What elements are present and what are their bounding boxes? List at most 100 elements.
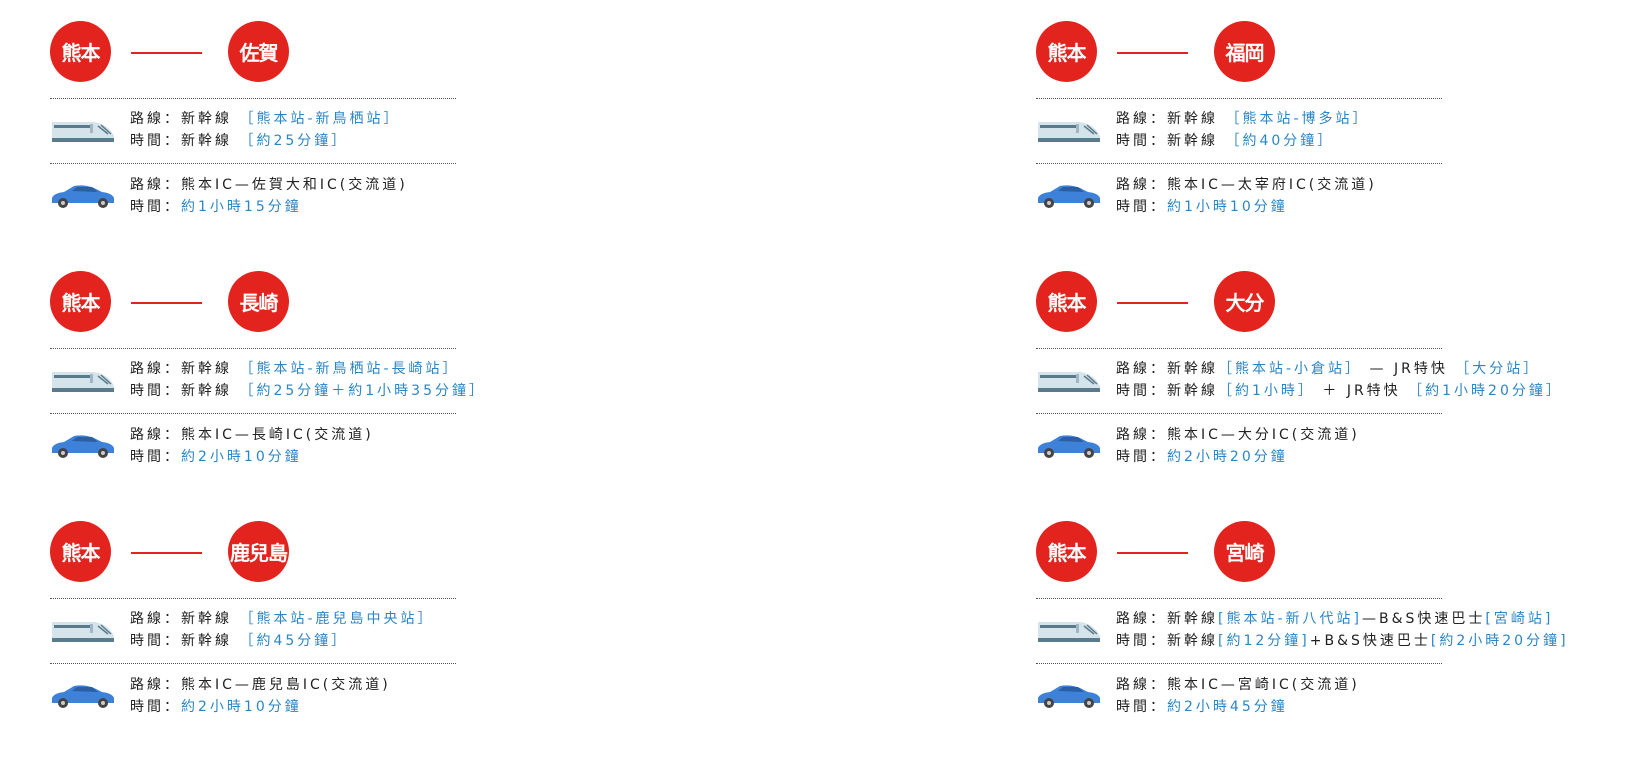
- highlight-text: 約2小時45分鐘: [1167, 699, 1288, 715]
- divider: [1036, 413, 1442, 414]
- time-line: 時間：約2小時10分鐘: [130, 696, 391, 718]
- label-text: 路線：新幹線: [1116, 611, 1218, 627]
- label-text: 時間：: [130, 699, 181, 715]
- divider: [50, 663, 456, 664]
- route-card: 熊本宮崎路線：新幹線[熊本站-新八代站]—B&S快速巴士[宮崎站]時間：新幹線[…: [1036, 521, 1566, 741]
- route-header: 熊本 福岡: [1036, 21, 1296, 83]
- highlight-text: 約2小時10分鐘: [181, 699, 302, 715]
- highlight-text: 約2小時10分鐘: [181, 449, 302, 465]
- car-details: 路線：熊本IC—長崎IC(交流道) 時間：約2小時10分鐘: [130, 424, 374, 468]
- route-card: 熊本 大分路線：新幹線［熊本站-小倉站］ — JR特快 ［大分站］時間：新幹線［約…: [1036, 271, 1560, 491]
- destination-badge: 佐賀: [228, 21, 289, 82]
- highlight-text: ［約25分鐘＋約1小時35分鐘］: [239, 383, 486, 399]
- shinkansen-icon: [1036, 116, 1102, 144]
- label-text: 時間：新幹線: [1116, 133, 1226, 149]
- train-details: 路線：新幹線 ［熊本站-博多站］時間：新幹線 ［約40分鐘］: [1116, 108, 1370, 152]
- time-line: 時間：約1小時10分鐘: [1116, 196, 1377, 218]
- divider: [50, 598, 456, 599]
- label-text: 時間：: [1116, 449, 1167, 465]
- highlight-text: 約2小時20分鐘: [1167, 449, 1288, 465]
- connector-line: [1117, 302, 1188, 304]
- label-text: 時間：: [130, 449, 181, 465]
- label-text: 路線：熊本IC—長崎IC(交流道): [130, 427, 374, 443]
- car-details: 路線：熊本IC—大分IC(交流道)時間：約2小時20分鐘: [1116, 424, 1360, 468]
- route-card: 熊本 長崎路線：新幹線 ［熊本站-新鳥栖站-長崎站］ 時間：新幹線 ［約25分鐘＋約…: [50, 271, 483, 491]
- label-text: 時間：新幹線: [1116, 383, 1218, 399]
- car-details: 路線：熊本IC—太宰府IC(交流道)時間：約1小時10分鐘: [1116, 174, 1377, 218]
- origin-badge: 熊本: [1036, 521, 1097, 582]
- time-line: 時間：新幹線 ［約45分鐘］: [130, 630, 435, 652]
- divider: [1036, 348, 1442, 349]
- label-text: 時間：新幹線: [130, 633, 240, 649]
- route-line: 路線：熊本IC—宮崎IC(交流道): [1116, 674, 1360, 696]
- label-text: 路線：新幹線: [130, 361, 240, 377]
- car-route-row: 路線：熊本IC—長崎IC(交流道) 時間：約2小時10分鐘: [50, 424, 610, 468]
- car-route-row: 路線：熊本IC—鹿兒島IC(交流道) 時間：約2小時10分鐘: [50, 674, 610, 718]
- time-line: 時間：約2小時10分鐘: [130, 446, 374, 468]
- route-line: 路線：新幹線 ［熊本站-博多站］: [1116, 108, 1370, 130]
- label-text: 路線：新幹線: [130, 111, 240, 127]
- highlight-text: ［約1小時］: [1218, 383, 1315, 399]
- origin-badge: 熊本: [50, 271, 111, 332]
- connector-line: [131, 302, 202, 304]
- connector-line: [131, 552, 202, 554]
- route-card: 熊本鹿兒島路線：新幹線 ［熊本站-鹿兒島中央站］時間：新幹線 ［約45分鐘］路線…: [50, 521, 456, 741]
- label-text: 路線：新幹線: [1116, 361, 1218, 377]
- highlight-text: ［約1小時20分鐘］: [1408, 383, 1563, 399]
- time-line: 時間：約2小時45分鐘: [1116, 696, 1360, 718]
- highlight-text: [熊本站-新八代站]: [1218, 611, 1362, 627]
- train-details: 路線：新幹線［熊本站-小倉站］ — JR特快 ［大分站］時間：新幹線［約1小時］…: [1116, 358, 1563, 402]
- origin-badge: 熊本: [50, 521, 111, 582]
- divider: [50, 98, 456, 99]
- highlight-text: ［熊本站-新鳥栖站-長崎站］: [239, 361, 460, 377]
- route-header: 熊本佐賀: [50, 21, 310, 83]
- divider: [1036, 663, 1442, 664]
- highlight-text: ［約40分鐘］: [1225, 133, 1335, 149]
- divider: [50, 413, 456, 414]
- car-icon: [1036, 682, 1102, 710]
- divider: [50, 163, 456, 164]
- car-route-row: 路線：熊本IC—大分IC(交流道)時間：約2小時20分鐘: [1036, 424, 1596, 468]
- train-route-row: 路線：新幹線 ［熊本站-新鳥栖站-長崎站］ 時間：新幹線 ［約25分鐘＋約1小時3…: [50, 358, 610, 402]
- label-text: 時間：: [1116, 699, 1167, 715]
- route-header: 熊本 大分: [1036, 271, 1296, 333]
- car-route-row: 路線：熊本IC—佐賀大和IC(交流道)時間：約1小時15分鐘: [50, 174, 610, 218]
- route-line: 路線：熊本IC—太宰府IC(交流道): [1116, 174, 1377, 196]
- connector-line: [1117, 52, 1188, 54]
- train-route-row: 路線：新幹線 ［熊本站-博多站］時間：新幹線 ［約40分鐘］: [1036, 108, 1596, 152]
- train-details: 路線：新幹線 ［熊本站-新鳥栖站-長崎站］ 時間：新幹線 ［約25分鐘＋約1小時3…: [130, 358, 486, 402]
- train-route-row: 路線：新幹線[熊本站-新八代站]—B&S快速巴士[宮崎站]時間：新幹線[約12分…: [1036, 608, 1596, 652]
- route-line: 路線：新幹線 ［熊本站-新鳥栖站］: [130, 108, 401, 130]
- car-icon: [50, 682, 116, 710]
- car-route-row: 路線：熊本IC—宮崎IC(交流道)時間：約2小時45分鐘: [1036, 674, 1596, 718]
- highlight-text: [約2小時20分鐘]: [1430, 633, 1569, 649]
- origin-badge: 熊本: [1036, 271, 1097, 332]
- route-line: 路線：新幹線[熊本站-新八代站]—B&S快速巴士[宮崎站]: [1116, 608, 1569, 630]
- highlight-text: [約12分鐘]: [1218, 633, 1310, 649]
- route-header: 熊本鹿兒島: [50, 521, 310, 583]
- destination-badge: 長崎: [228, 271, 289, 332]
- car-route-row: 路線：熊本IC—太宰府IC(交流道)時間：約1小時10分鐘: [1036, 174, 1596, 218]
- connector-line: [131, 52, 202, 54]
- route-line: 路線：新幹線 ［熊本站-鹿兒島中央站］: [130, 608, 435, 630]
- car-icon: [50, 432, 116, 460]
- origin-badge: 熊本: [1036, 21, 1097, 82]
- label-text: 時間：新幹線: [130, 383, 240, 399]
- highlight-text: ［熊本站-新鳥栖站］: [239, 111, 401, 127]
- highlight-text: ［約45分鐘］: [239, 633, 349, 649]
- car-details: 路線：熊本IC—宮崎IC(交流道)時間：約2小時45分鐘: [1116, 674, 1360, 718]
- connector-line: [1117, 552, 1188, 554]
- time-line: 時間：約2小時20分鐘: [1116, 446, 1360, 468]
- label-text: —B&S快速巴士: [1361, 611, 1486, 627]
- car-details: 路線：熊本IC—鹿兒島IC(交流道) 時間：約2小時10分鐘: [130, 674, 391, 718]
- label-text: 路線：新幹線: [1116, 111, 1226, 127]
- label-text: 時間：: [130, 199, 181, 215]
- route-line: 路線：新幹線 ［熊本站-新鳥栖站-長崎站］: [130, 358, 486, 380]
- label-text: 時間：新幹線: [130, 133, 240, 149]
- highlight-text: 約1小時15分鐘: [181, 199, 302, 215]
- destination-badge: 大分: [1214, 271, 1275, 332]
- time-line: 時間：新幹線 ［約40分鐘］: [1116, 130, 1370, 152]
- label-text: +B&S快速巴士: [1309, 633, 1431, 649]
- destination-badge: 福岡: [1214, 21, 1275, 82]
- label-text: 路線：熊本IC—鹿兒島IC(交流道): [130, 677, 391, 693]
